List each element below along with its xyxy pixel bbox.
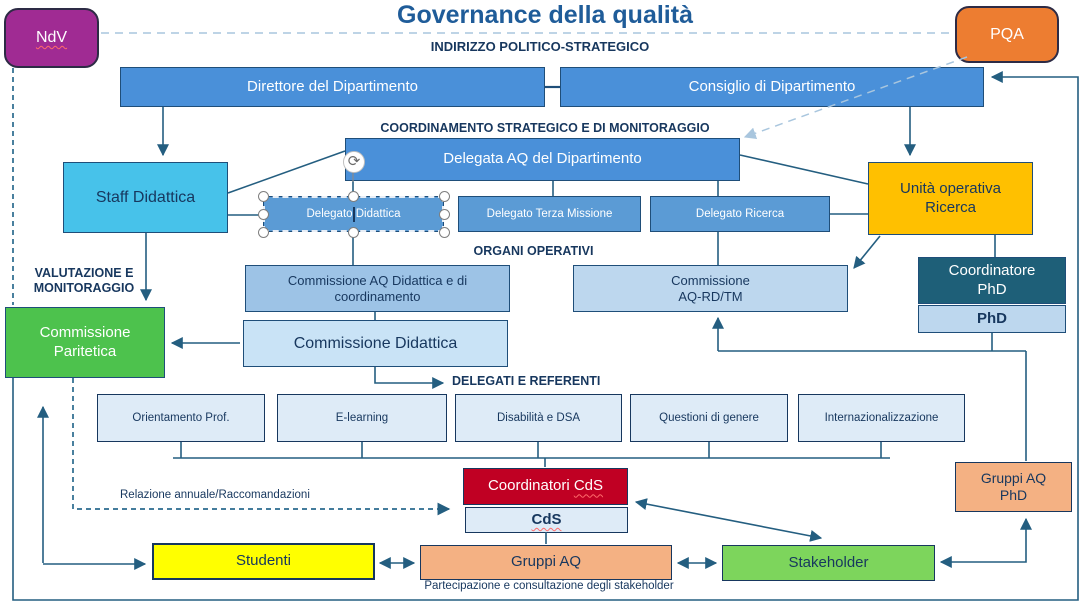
header-valutazione: VALUTAZIONE E MONITORAGGIO <box>33 266 135 295</box>
selection-handle-top-center[interactable] <box>348 191 359 202</box>
node-internazionalizzazione[interactable]: Internazionalizzazione <box>798 394 965 442</box>
node-delegato-terza-missione-label: Delegato Terza Missione <box>486 207 613 220</box>
selection-handle-top-left[interactable] <box>258 191 269 202</box>
node-coordinatori-cds-label: Coordinatori CdS <box>487 477 604 495</box>
node-coordinatore-phd-label: Coordinatore PhD <box>948 262 1036 298</box>
text-cursor <box>353 207 355 222</box>
node-commissione-aq-rdtm-label: Commissione AQ-RD/TM <box>671 272 750 304</box>
node-delegato-ricerca[interactable]: Delegato Ricerca <box>650 196 830 232</box>
page-title: Governance della qualità <box>397 1 693 29</box>
node-gruppi-aq-phd-label: Gruppi AQ PhD <box>980 469 1047 503</box>
node-studenti-label: Studenti <box>235 552 292 570</box>
header-indirizzo: INDIRIZZO POLITICO-STRATEGICO <box>430 39 650 54</box>
header-delegati: DELEGATI E REFERENTI <box>452 374 601 388</box>
node-consiglio-dipartimento[interactable]: Consiglio di Dipartimento <box>560 67 984 107</box>
node-staff-didattica[interactable]: Staff Didattica <box>63 162 228 233</box>
selection-handle-bottom-center[interactable] <box>348 227 359 238</box>
node-commissione-didattica[interactable]: Commissione Didattica <box>243 320 508 367</box>
node-orientamento-label: Orientamento Prof. <box>132 411 230 424</box>
node-direttore-dipartimento[interactable]: Direttore del Dipartimento <box>120 67 545 107</box>
node-coordinatore-phd[interactable]: Coordinatore PhD <box>918 257 1066 304</box>
node-commissione-aq-didattica[interactable]: Commissione AQ Didattica e di coordiname… <box>245 265 510 312</box>
node-gruppi-aq-label: Gruppi AQ <box>510 553 582 571</box>
node-internazionalizzazione-label: Internazionalizzazione <box>824 411 939 424</box>
node-commissione-aq-rdtm[interactable]: Commissione AQ-RD/TM <box>573 265 848 312</box>
node-coordinatori-cds[interactable]: Coordinatori CdS <box>463 468 628 505</box>
node-orientamento-prof[interactable]: Orientamento Prof. <box>97 394 265 442</box>
node-commissione-aq-didattica-label: Commissione AQ Didattica e di coordiname… <box>287 272 468 304</box>
node-commissione-didattica-label: Commissione Didattica <box>293 334 458 352</box>
header-organi: ORGANI OPERATIVI <box>473 244 594 258</box>
node-staff-didattica-label: Staff Didattica <box>95 188 196 206</box>
label-partecipazione: Partecipazione e consultazione degli sta… <box>424 580 674 592</box>
selection-handle-middle-left[interactable] <box>258 209 269 220</box>
node-studenti[interactable]: Studenti <box>152 543 375 580</box>
node-disabilita-dsa[interactable]: Disabilità e DSA <box>455 394 622 442</box>
node-phd-label: PhD <box>977 309 1007 327</box>
node-delegata-aq-label: Delegata AQ del Dipartimento <box>443 150 642 168</box>
node-delegato-terza-missione[interactable]: Delegato Terza Missione <box>458 196 641 232</box>
node-gruppi-aq-phd[interactable]: Gruppi AQ PhD <box>955 462 1072 512</box>
rotate-handle-icon[interactable]: ⟳ <box>343 151 365 173</box>
node-elearning[interactable]: E-learning <box>277 394 447 442</box>
node-consiglio-label: Consiglio di Dipartimento <box>688 77 856 95</box>
selection-handle-top-right[interactable] <box>439 191 450 202</box>
node-stakeholder-label: Stakeholder <box>788 553 869 571</box>
node-ndv-label: NdV <box>35 29 68 47</box>
node-disabilita-label: Disabilità e DSA <box>496 411 581 424</box>
node-commissione-paritetica-label: Commissione Paritetica <box>39 324 131 360</box>
node-gruppi-aq[interactable]: Gruppi AQ <box>420 545 672 580</box>
header-coordinamento: COORDINAMENTO STRATEGICO E DI MONITORAGG… <box>380 121 710 135</box>
label-relazione-annuale: Relazione annuale/Raccomandazioni <box>120 489 310 501</box>
node-pqa[interactable]: PQA <box>955 6 1059 63</box>
node-cds-label: CdS <box>531 510 562 528</box>
node-delegata-aq[interactable]: Delegata AQ del Dipartimento <box>345 138 740 181</box>
selection-handle-bottom-right[interactable] <box>439 227 450 238</box>
node-commissione-paritetica[interactable]: Commissione Paritetica <box>5 307 165 378</box>
selection-handle-middle-right[interactable] <box>439 209 450 220</box>
node-pqa-label: PQA <box>990 25 1024 43</box>
node-questioni-genere[interactable]: Questioni di genere <box>630 394 788 442</box>
node-delegato-ricerca-label: Delegato Ricerca <box>695 207 785 220</box>
selection-handle-bottom-left[interactable] <box>258 227 269 238</box>
node-cds[interactable]: CdS <box>465 507 628 533</box>
node-unita-operativa-label: Unità operativa Ricerca <box>900 180 1001 216</box>
node-phd[interactable]: PhD <box>918 305 1066 333</box>
node-stakeholder[interactable]: Stakeholder <box>722 545 935 581</box>
node-direttore-label: Direttore del Dipartimento <box>247 77 418 95</box>
node-elearning-label: E-learning <box>335 411 389 424</box>
node-questioni-genere-label: Questioni di genere <box>659 411 759 424</box>
node-ndv[interactable]: NdV <box>4 8 99 68</box>
node-unita-operativa-ricerca[interactable]: Unità operativa Ricerca <box>868 162 1033 235</box>
